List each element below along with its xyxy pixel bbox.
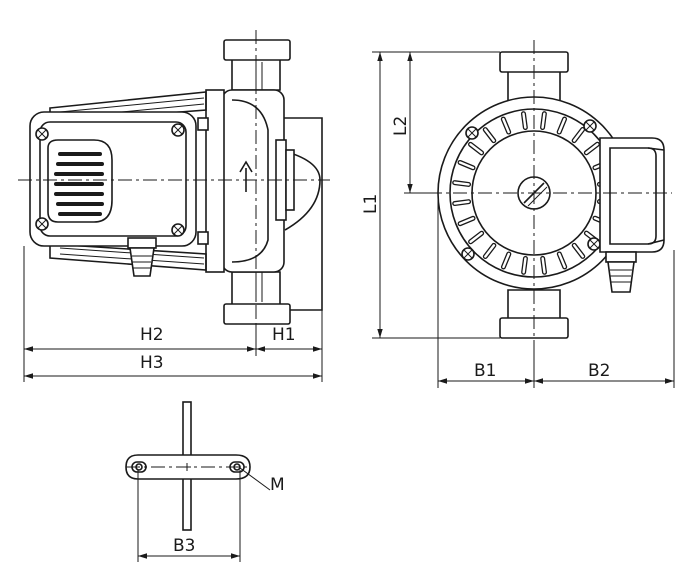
housing-fin-highlight	[541, 257, 546, 274]
cable-gland-nut	[127, 237, 157, 249]
label-h1: H1	[272, 325, 296, 345]
pump-housing-outline	[278, 117, 323, 311]
side-view: H2 H1 H3	[18, 30, 330, 382]
top-flange	[223, 39, 291, 61]
housing-fin-highlight	[522, 257, 527, 274]
flange-screw-bottom	[197, 231, 209, 245]
housing-fin-highlight	[453, 181, 470, 186]
label-b1: B1	[474, 361, 496, 381]
front-cable-gland	[607, 261, 635, 293]
housing-fin-highlight	[469, 232, 483, 243]
housing-fin-highlight	[541, 112, 546, 129]
label-h3: H3	[140, 353, 164, 373]
flange-screw-top	[197, 117, 209, 131]
bracket-view: M B3	[125, 401, 285, 562]
flow-arrow	[239, 160, 253, 173]
housing-fin-highlight	[469, 143, 483, 155]
front-gland-nut	[605, 251, 637, 263]
housing-fin-highlight	[558, 117, 566, 134]
housing-fin-highlight	[458, 161, 475, 169]
label-b2: B2	[588, 361, 610, 381]
housing-fin-highlight	[484, 244, 496, 258]
label-l1: L1	[361, 194, 381, 214]
label-l2: L2	[391, 116, 411, 136]
control-box	[29, 111, 197, 247]
pump-casing	[221, 89, 285, 273]
housing-fin-highlight	[502, 117, 510, 134]
housing-fin-highlight	[453, 200, 470, 205]
control-box-screws	[35, 123, 185, 237]
housing-fin-highlight	[502, 252, 510, 269]
label-h2: H2	[140, 325, 164, 345]
front-screws	[461, 119, 601, 261]
label-m: M	[270, 475, 285, 495]
bottom-flange	[223, 303, 291, 325]
label-b3: B3	[173, 536, 195, 556]
control-panel	[47, 139, 113, 223]
front-view: L1 L2 B1 B2	[361, 40, 675, 388]
control-box-inner	[39, 121, 187, 237]
leader-m	[239, 467, 271, 491]
housing-fin-highlight	[558, 252, 566, 269]
housing-fin-highlight	[522, 112, 527, 129]
vent-slots	[54, 152, 104, 216]
housing-fin-highlight	[585, 143, 599, 154]
housing-fin-highlight	[484, 128, 495, 142]
housing-fin-highlight	[458, 217, 475, 225]
housing-fin-highlight	[573, 244, 584, 258]
casing-inner-curve	[231, 99, 269, 263]
housing-fin-highlight	[572, 128, 584, 142]
motor-flange-plate	[205, 89, 225, 273]
